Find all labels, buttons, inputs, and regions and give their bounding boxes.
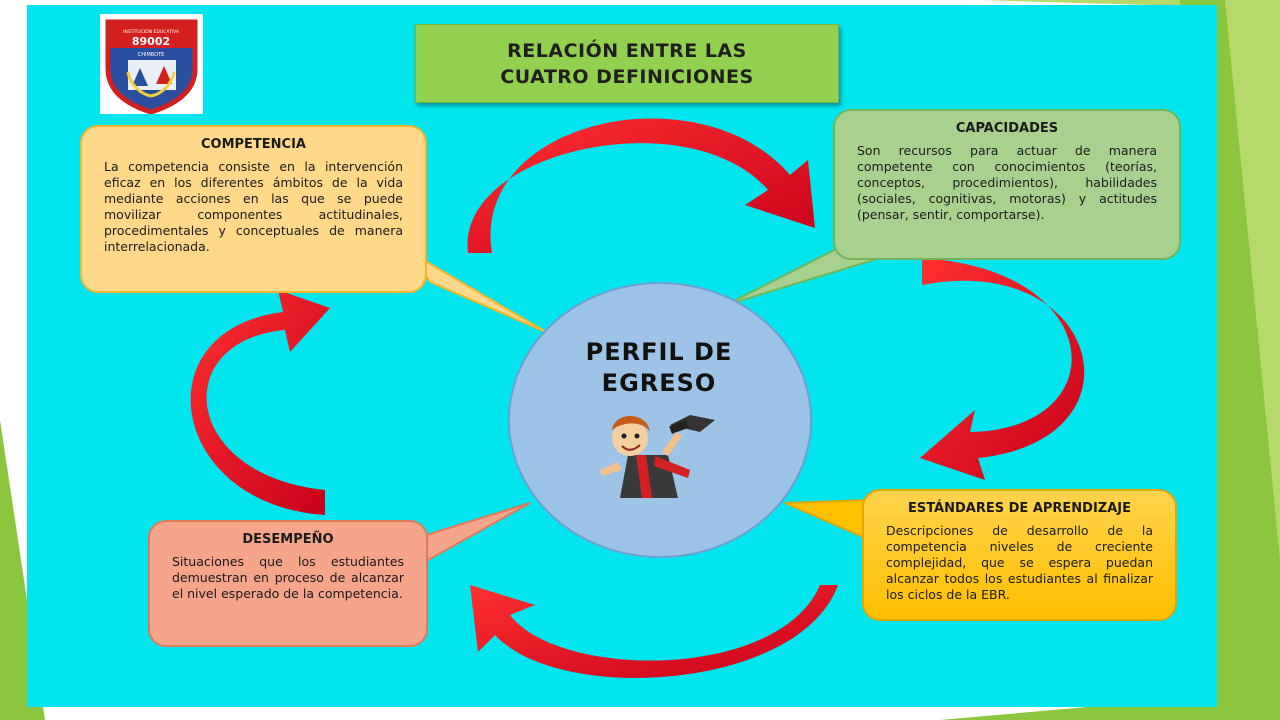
diagram-title: RELACIÓN ENTRE LAS CUATRO DEFINICIONES xyxy=(500,39,754,88)
decor-top-green xyxy=(980,0,1180,6)
desempeno-body: Situaciones que los estudiantes demuestr… xyxy=(172,554,404,601)
competencia-box: COMPETENCIA La competencia consiste en l… xyxy=(80,125,427,293)
svg-text:INSTITUCIÓN EDUCATIVA: INSTITUCIÓN EDUCATIVA xyxy=(123,28,180,35)
estandares-heading: ESTÁNDARES DE APRENDIZAJE xyxy=(907,501,1132,516)
arrow-bottom xyxy=(470,585,838,678)
capacidades-heading: CAPACIDADES xyxy=(955,121,1059,136)
diagram-title-box: RELACIÓN ENTRE LAS CUATRO DEFINICIONES xyxy=(415,24,839,103)
competencia-heading: COMPETENCIA xyxy=(200,137,306,152)
svg-text:CHIMBOTE: CHIMBOTE xyxy=(138,52,165,58)
arrow-top xyxy=(467,118,815,253)
school-logo: INSTITUCIÓN EDUCATIVA 89002 CHIMBOTE xyxy=(100,14,203,115)
svg-text:89002: 89002 xyxy=(132,35,170,48)
capacidades-body: Son recursos para actuar de manera compe… xyxy=(857,143,1157,222)
arrow-left xyxy=(190,290,330,515)
desempeno-heading: DESEMPEÑO xyxy=(242,532,334,547)
center-title: PERFIL DE EGRESO xyxy=(585,338,733,397)
graduate-icon xyxy=(600,415,715,498)
decor-right-light xyxy=(1225,0,1280,560)
center-circle xyxy=(508,282,812,558)
desempeno-box: DESEMPEÑO Situaciones que los estudiante… xyxy=(148,520,428,647)
estandares-box: ESTÁNDARES DE APRENDIZAJE Descripciones … xyxy=(862,489,1177,621)
capacidades-box: CAPACIDADES Son recursos para actuar de … xyxy=(833,109,1181,260)
estandares-body: Descripciones de desarrollo de la compet… xyxy=(886,523,1153,602)
arrow-right xyxy=(920,258,1085,480)
pointer-estandares xyxy=(784,498,871,542)
pointer-competencia xyxy=(409,251,549,334)
pointer-desempeno xyxy=(409,502,531,572)
competencia-body: La competencia consiste en la intervenci… xyxy=(104,159,403,254)
